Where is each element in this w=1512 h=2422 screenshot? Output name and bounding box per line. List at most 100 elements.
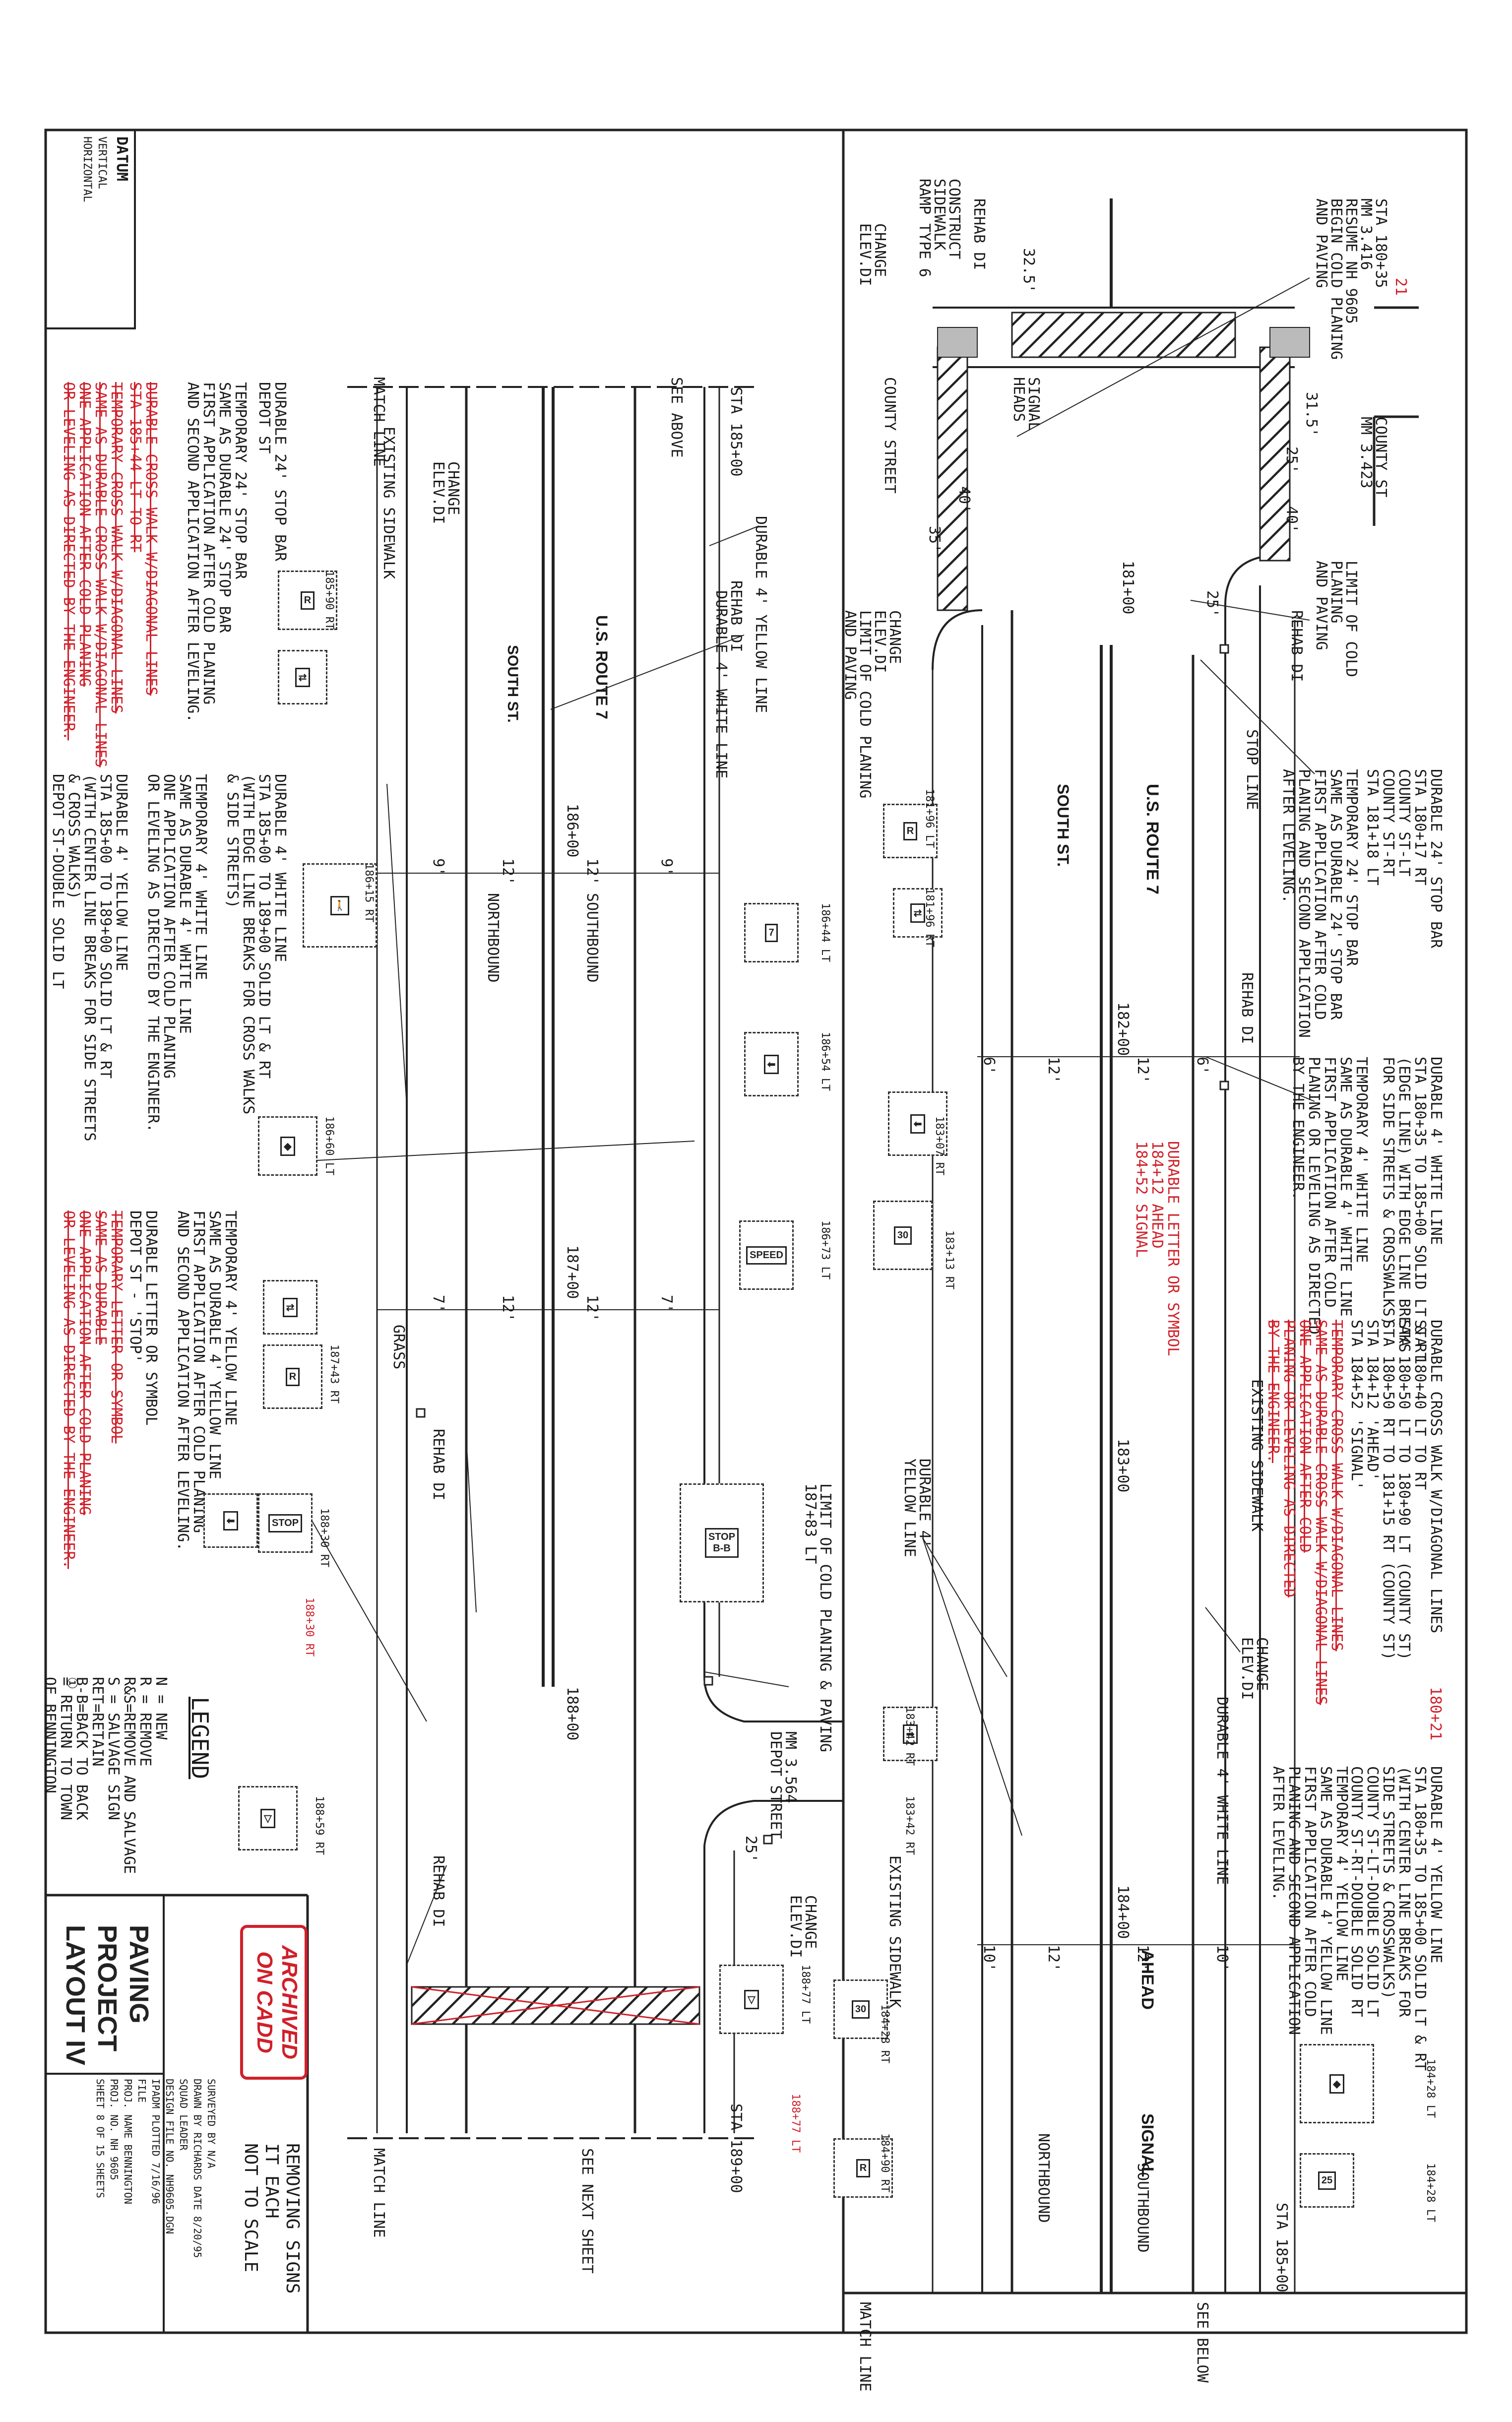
bottom-road-lines <box>347 386 843 2139</box>
title-block-fields: SURVEYED BY N/A DRAWN BY RICHARDS DATE 8… <box>94 2079 217 2258</box>
sta-182: 182+00 <box>1114 1002 1132 1056</box>
dim-9a: 9' <box>430 858 447 877</box>
sta-183: 183+00 <box>1114 1439 1132 1493</box>
sta-187: 187+00 <box>564 1245 581 1299</box>
warning-diamond-sign: ◆ <box>1300 2044 1374 2123</box>
elev-bottom: ELEV.DI <box>430 461 447 524</box>
dim-12d-b: 12' <box>583 1295 601 1322</box>
top-note-7-red: 180+21 <box>1427 1687 1444 1741</box>
see-next-sheet: SEE NEXT SHEET <box>578 2148 596 2274</box>
mm-bottom: MM 3.564 <box>782 1731 799 1803</box>
grass-label: GRASS <box>390 1325 407 1370</box>
sta-header-red: 21 <box>1392 278 1409 296</box>
datum-title: DATUM <box>113 136 130 182</box>
sta-185-top: STA 185+00 <box>1273 2203 1290 2293</box>
dim-12c-b: 12' <box>499 1295 516 1322</box>
durable-white-top: DURABLE 4' WHITE LINE <box>1213 1697 1231 1885</box>
rehab-di3: REHAB DI <box>1238 972 1256 1044</box>
elev-di2: ELEV.DI <box>1238 1637 1256 1700</box>
limit-sta-bottom: 187+83 LT <box>802 1483 819 1564</box>
durable-yellow-top: DURABLE 4' <box>916 1459 933 1548</box>
elev-left: ELEV.DI <box>871 610 888 673</box>
dim-35: 35' <box>926 526 943 553</box>
sign-label-6: 184+28 RT <box>879 2004 891 2064</box>
sign-label-1: 181+96 RT <box>923 888 936 948</box>
sign-188-59: ▽ <box>238 1786 298 1850</box>
sta-186: 186+00 <box>564 804 581 858</box>
reduce-speed-sign: SPEED <box>739 1220 794 1290</box>
limit-cold: LIMIT OF COLD <box>1342 561 1360 677</box>
speed-limit-30-b: 30 <box>833 1979 888 2039</box>
b-sign-label-10: 188+77 LT <box>799 1965 812 2024</box>
signal-heads: SIGNAL <box>1025 377 1042 431</box>
elev-b2: ELEV.DI <box>787 1895 804 1958</box>
construct-label: CONSTRUCT <box>945 179 963 259</box>
sign-188-30-a: ⬅ <box>203 1493 258 1548</box>
route-7-shield: 7 <box>744 903 799 962</box>
legend-title: LEGEND <box>187 1697 213 1780</box>
sign-185-90-b: ⇄ <box>278 650 327 704</box>
southbound-top: SOUTHBOUND <box>1134 2163 1151 2253</box>
sign-label-7: 184+28 LT <box>1424 2059 1437 2118</box>
mm-begin: MM 3.416 <box>1357 198 1375 270</box>
southbound-bottom: SOUTHBOUND <box>583 893 601 983</box>
b-sign-label-0: 185+90 RT <box>323 571 335 630</box>
dim-31-5: 31.5' <box>1303 392 1320 437</box>
dim-6a: 6' <box>980 1057 998 1075</box>
no-parking-sign: ⬅ <box>744 1032 799 1096</box>
change-elev-label: CHANGE <box>871 223 888 277</box>
top-road-lines <box>843 198 1466 2295</box>
sheet-border <box>44 128 1468 2334</box>
sign-187-43-b: R <box>263 1344 322 1409</box>
dim-6b: 6' <box>1194 1057 1211 1075</box>
route-label: U.S. ROUTE 7 <box>1143 784 1162 894</box>
bb-label: B-B <box>713 1543 731 1554</box>
sign-label-9: 184+90 RT <box>879 2133 891 2193</box>
rehab-di2: REHAB DI <box>1288 610 1305 682</box>
sta-189: STA 189+00 <box>727 2103 745 2193</box>
leader-lines <box>307 277 1315 1965</box>
dim-40a: 40' <box>1283 506 1300 533</box>
change-b2: CHANGE <box>802 1895 819 1949</box>
dim-12a: 12' <box>1045 1057 1062 1084</box>
arrow-sign: ⇄ <box>893 888 943 938</box>
ped-crossing-sign: 🚶 <box>303 863 377 948</box>
datum-vertical: VERTICAL <box>96 136 108 189</box>
depot-street: DEPOT STREET <box>767 1731 784 1839</box>
match-line-top: MATCH LINE <box>856 2302 874 2392</box>
limit-cold-bottom: LIMIT OF COLD PLANING & PAVING <box>817 1483 834 1752</box>
crosswalk-hatch <box>937 346 968 611</box>
sign-label-2: 183+07 RT <box>933 1116 945 1176</box>
change-left: CHANGE <box>886 610 903 664</box>
sign-label-4: 183+42 RT <box>903 1707 916 1766</box>
durable-yellow-bottom: DURABLE 4' YELLOW LINE <box>752 516 769 713</box>
b-sign-label-5: 186+73 LT <box>819 1220 831 1280</box>
stop-word: STOP <box>708 1531 736 1542</box>
b-sign-label-3: 186+54 LT <box>819 1032 831 1091</box>
speed-limit-30: 30 <box>873 1201 933 1270</box>
b-sign-label-7: 188+30 RT <box>318 1508 330 1568</box>
existing-sidewalk-bottom: EXISTING SIDEWALK <box>380 427 397 579</box>
begin-cold: BEGIN COLD PLANING <box>1327 198 1345 360</box>
see-below: SEE BELOW <box>1194 2302 1211 2383</box>
sign-187-43: ⇄ <box>263 1280 317 1335</box>
county-street: COUNTY STREET <box>881 377 898 494</box>
b-sign-label-8: 188+30 RT <box>303 1597 315 1657</box>
datum-box <box>45 129 136 329</box>
dim-10b: 10' <box>1213 1945 1231 1972</box>
sta-184: 184+00 <box>1114 1885 1132 1939</box>
